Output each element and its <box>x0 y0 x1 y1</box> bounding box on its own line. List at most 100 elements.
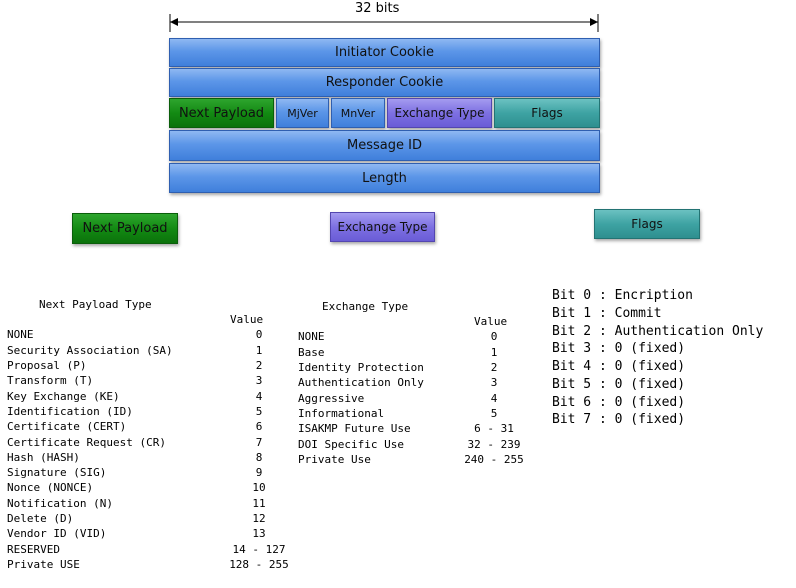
table-header: Exchange Type Value <box>298 284 530 328</box>
row-type: Notification (N) <box>7 496 113 510</box>
row-type: ISAKMP Future Use <box>298 422 411 436</box>
row-type: Vendor ID (VID) <box>7 527 107 541</box>
row-type: Private USE <box>7 557 80 571</box>
flag-row: Bit 3 : 0 (fixed) <box>552 340 796 358</box>
row-type: NONE <box>298 330 325 344</box>
row-value: 128 - 255 <box>229 557 289 571</box>
row-type: Identification (ID) <box>7 404 133 418</box>
row-value: 0 <box>255 328 263 342</box>
exchange-type-field: Exchange Type <box>387 98 492 128</box>
flag-separator: : <box>591 394 615 410</box>
row-type: Aggressive <box>298 391 365 405</box>
row-value: 5 <box>255 404 263 418</box>
flag-bit: Bit 0 <box>552 288 592 304</box>
flag-row: Bit 1 : Commit <box>552 305 796 323</box>
row-value: 6 - 31 <box>474 422 514 436</box>
row-value: 0 <box>490 330 498 344</box>
row-type: Hash (HASH) <box>7 450 80 464</box>
row-type: Signature (SIG) <box>7 466 107 480</box>
mnver-field: MnVer <box>331 98 385 128</box>
next-payload-legend-box: Next Payload <box>72 213 178 244</box>
row-value: 1 <box>255 343 263 357</box>
row-type: Authentication Only <box>298 376 424 390</box>
table-row: Notification (N) 11 <box>7 496 287 511</box>
mjver-field: MjVer <box>276 98 329 128</box>
flag-separator: : <box>591 323 615 339</box>
flag-separator: : <box>591 288 615 304</box>
column-header-value: Value <box>230 313 264 327</box>
row-type: Certificate Request (CR) <box>7 435 166 449</box>
row-value: 11 <box>252 496 266 510</box>
flag-separator: : <box>591 306 615 322</box>
row-value: 13 <box>252 527 266 541</box>
row-value: 1 <box>490 345 498 359</box>
flag-separator: : <box>591 412 615 428</box>
responder-cookie-field: Responder Cookie <box>169 68 600 97</box>
row-value: 4 <box>490 391 498 405</box>
next-payload-field: Next Payload <box>169 98 274 128</box>
table-row: Nonce (NONCE)10 <box>7 480 287 495</box>
flag-separator: : <box>591 359 615 375</box>
flag-row: Bit 5 : 0 (fixed) <box>552 376 796 394</box>
flag-separator: : <box>591 341 615 357</box>
flag-description: 0 (fixed) <box>614 341 686 357</box>
row-value: 2 <box>490 361 498 375</box>
row-value: 3 <box>490 376 498 390</box>
table-row: Authentication Only 3 <box>298 375 530 390</box>
row-type: NONE <box>7 328 34 342</box>
flag-row: Bit 4 : 0 (fixed) <box>552 358 796 376</box>
row-type: DOI Specific Use <box>298 437 404 451</box>
row-value: 2 <box>255 359 263 373</box>
table-row: Transform (T)3 <box>7 373 287 388</box>
row-type: Security Association (SA) <box>7 343 173 357</box>
row-type: Transform (T) <box>7 374 94 388</box>
flag-row: Bit 7 : 0 (fixed) <box>552 411 796 429</box>
flag-description: Authentication Only <box>614 323 764 339</box>
table-row: Hash (HASH)8 <box>7 450 287 465</box>
flag-description: 0 (fixed) <box>614 394 686 410</box>
exchange-type-legend-box: Exchange Type <box>330 212 435 242</box>
flag-row: Bit 2 : Authentication Only <box>552 323 796 341</box>
row-value: 7 <box>255 435 263 449</box>
flag-description: Commit <box>614 306 662 322</box>
row-type: Key Exchange (KE) <box>7 389 120 403</box>
table-row: Certificate Request (CR) 7 <box>7 435 287 450</box>
row-value: 6 <box>255 420 263 434</box>
row-value: 14 - 127 <box>232 542 286 556</box>
flag-bit: Bit 1 <box>552 306 592 322</box>
flag-bit: Bit 6 <box>552 394 592 410</box>
table-row: Base 1 <box>298 345 530 360</box>
table-row: NONE 0 <box>7 327 287 342</box>
flag-description: 0 (fixed) <box>614 359 686 375</box>
width-indicator <box>169 14 599 32</box>
row-type: RESERVED <box>7 542 60 556</box>
flag-separator: : <box>591 376 615 392</box>
row-value: 32 - 239 <box>467 437 521 451</box>
message-id-field: Message ID <box>169 130 600 161</box>
table-row: Proposal (P)2 <box>7 358 287 373</box>
column-header-type: Next Payload Type <box>39 297 152 311</box>
row-value: 12 <box>252 512 266 526</box>
table-row: RESERVED 14 - 127 <box>7 542 287 557</box>
flags-legend-box: Flags <box>594 209 700 239</box>
row-type: Identity Protection <box>298 361 424 375</box>
table-row: Key Exchange (KE) 4 <box>7 389 287 404</box>
flag-description: 0 (fixed) <box>614 412 686 428</box>
table-row: Signature (SIG)9 <box>7 465 287 480</box>
row-type: Base <box>298 345 325 359</box>
initiator-cookie-field: Initiator Cookie <box>169 38 600 67</box>
table-header: Next Payload Type Value <box>7 282 287 326</box>
row-value: 4 <box>255 389 263 403</box>
row-value: 240 - 255 <box>464 452 524 466</box>
row-type: Certificate (CERT) <box>7 420 127 434</box>
flag-row: Bit 0 : Encription <box>552 287 796 305</box>
width-label: 32 bits <box>355 1 400 16</box>
table-row: ISAKMP Future Use 6 - 31 <box>298 421 530 436</box>
table-row: Delete (D)12 <box>7 511 287 526</box>
flag-description: 0 (fixed) <box>614 376 686 392</box>
table-row: Identification (ID) 5 <box>7 404 287 419</box>
